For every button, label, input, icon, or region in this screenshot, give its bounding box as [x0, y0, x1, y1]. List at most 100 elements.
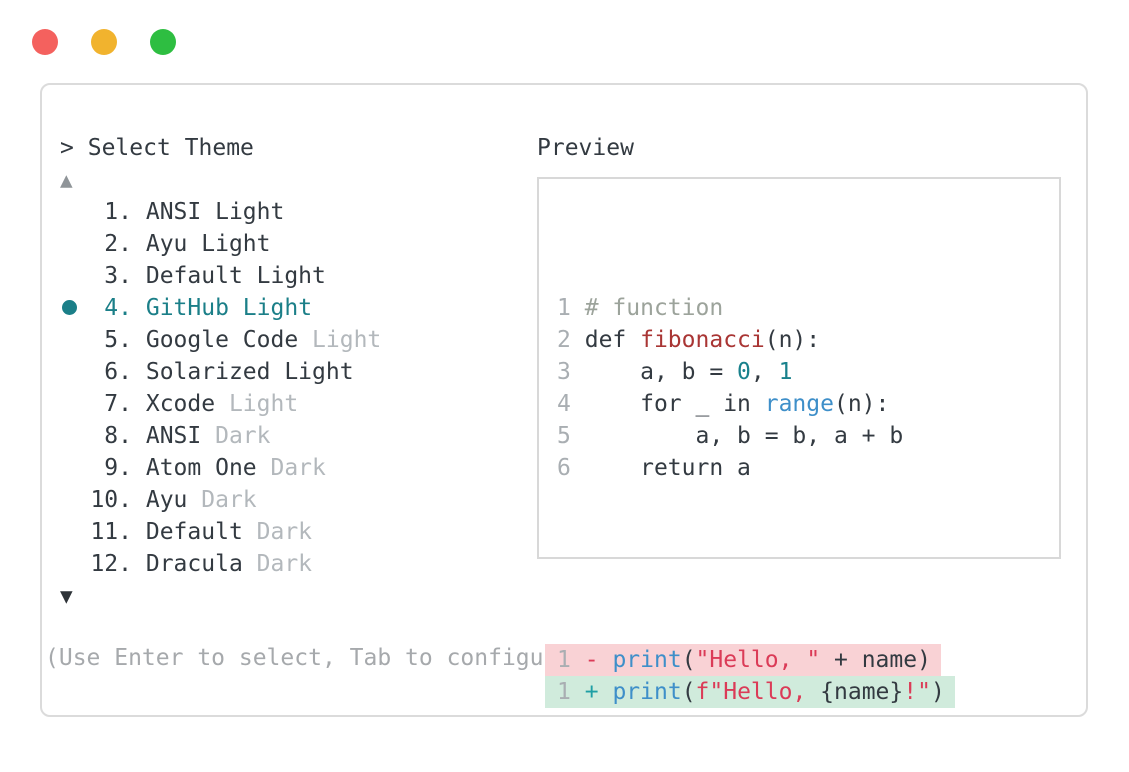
- code-segment: + name): [820, 647, 931, 673]
- code-segment: f"Hello,: [695, 679, 821, 705]
- theme-item-number: 3.: [104, 263, 132, 289]
- preview-label: Preview: [537, 135, 634, 161]
- theme-item-google-code-light[interactable]: 5. Google Code Light: [60, 324, 381, 356]
- diff-highlight-added: 1 + print(f"Hello, {name}!"): [545, 676, 955, 708]
- prompt-chevron-icon: >: [60, 135, 74, 161]
- theme-item-variant: Dark: [256, 455, 326, 481]
- code-segment: ): [930, 679, 945, 705]
- theme-item-number: 9.: [104, 455, 132, 481]
- theme-item-variant: Dark: [242, 519, 313, 545]
- picker-title: Select Theme: [87, 135, 254, 161]
- code-segment: def: [584, 327, 641, 353]
- code-line: 5 a, b = b, a + b: [557, 420, 955, 452]
- code-segment: fibonacci: [640, 327, 765, 353]
- code-segment: (: [681, 679, 696, 705]
- line-number: 5: [557, 423, 571, 449]
- code-segment: a, b =: [584, 359, 738, 385]
- theme-item-number: 8.: [104, 423, 132, 449]
- theme-item-number: 4.: [104, 295, 132, 321]
- theme-item-dracula-dark[interactable]: 12. Dracula Dark: [60, 548, 381, 580]
- theme-item-name: GitHub: [145, 295, 229, 321]
- theme-item-ayu-light[interactable]: 2. Ayu Light: [60, 228, 381, 260]
- minimize-button[interactable]: [91, 29, 117, 55]
- line-number: 1: [557, 647, 571, 673]
- line-number: 4: [557, 391, 571, 417]
- code-segment: ,: [750, 359, 779, 385]
- diff-line-removed: 1 - print("Hello, " + name): [545, 644, 955, 676]
- theme-item-ansi-light[interactable]: 1. ANSI Light: [60, 196, 381, 228]
- diff-line-added: 1 + print(f"Hello, {name}!"): [545, 676, 955, 708]
- line-number: 2: [557, 327, 571, 353]
- theme-item-solarized-light[interactable]: 6. Solarized Light: [60, 356, 381, 388]
- theme-item-number: 1.: [104, 199, 132, 225]
- code-segment: return a: [584, 455, 751, 481]
- code-line: 1 # function: [557, 292, 955, 324]
- diff-plus-icon: +: [584, 679, 599, 705]
- code-segment: print: [612, 679, 682, 705]
- theme-item-number: 11.: [90, 519, 132, 545]
- zoom-button[interactable]: [150, 29, 176, 55]
- theme-item-name: Solarized: [145, 359, 271, 385]
- code-segment: (n):: [833, 391, 890, 417]
- code-segment: for _ in: [584, 391, 765, 417]
- code-segment: {name}: [820, 679, 904, 705]
- code-line: 4 for _ in range(n):: [557, 388, 955, 420]
- scroll-down-icon[interactable]: ▼: [60, 584, 73, 608]
- theme-item-number: 6.: [104, 359, 132, 385]
- code-segment: !": [903, 679, 931, 705]
- line-number: 1: [557, 295, 571, 321]
- theme-item-variant: Dark: [201, 423, 271, 449]
- theme-item-ayu-dark[interactable]: 10. Ayu Dark: [60, 484, 381, 516]
- code-line: 6 return a: [557, 452, 955, 484]
- window-traffic-lights: [32, 29, 176, 55]
- theme-item-name: Default: [145, 519, 243, 545]
- line-number: 1: [557, 679, 571, 705]
- theme-item-default-light[interactable]: 3. Default Light: [60, 260, 381, 292]
- theme-item-variant: Dark: [242, 551, 313, 577]
- theme-item-variant: Light: [270, 359, 354, 385]
- theme-item-number: 10.: [90, 487, 132, 513]
- theme-item-xcode-light[interactable]: 7. Xcode Light: [60, 388, 381, 420]
- theme-item-variant: Light: [201, 199, 285, 225]
- theme-item-variant: Light: [242, 263, 326, 289]
- code-segment: (n):: [764, 327, 821, 353]
- theme-item-variant: Light: [215, 391, 299, 417]
- scroll-up-icon[interactable]: ▲: [60, 168, 73, 192]
- code-segment: range: [764, 391, 834, 417]
- theme-item-number: 7.: [104, 391, 132, 417]
- theme-item-name: Google Code: [145, 327, 299, 353]
- theme-item-name: Dracula: [145, 551, 243, 577]
- diff-lines: 1 - print("Hello, " + name)1 + print(f"H…: [545, 644, 955, 708]
- theme-item-atom-one-dark[interactable]: 9. Atom One Dark: [60, 452, 381, 484]
- theme-item-name: Ayu: [145, 487, 188, 513]
- theme-item-number: 5.: [104, 327, 132, 353]
- line-number: 6: [557, 455, 571, 481]
- theme-item-name: Xcode: [145, 391, 216, 417]
- diff-highlight-removed: 1 - print("Hello, " + name): [545, 644, 941, 676]
- diff-minus-icon: -: [584, 647, 599, 673]
- theme-item-default-dark[interactable]: 11. Default Dark: [60, 516, 381, 548]
- selected-bullet-icon: [62, 300, 77, 315]
- code-segment: 1: [778, 359, 793, 385]
- close-button[interactable]: [32, 29, 58, 55]
- theme-item-variant: Light: [187, 231, 271, 257]
- code-segment: # function: [584, 295, 724, 321]
- theme-item-name: Atom One: [145, 455, 257, 481]
- code-segment: 0: [737, 359, 751, 385]
- picker-header: > Select Theme: [60, 132, 381, 164]
- theme-item-variant: Light: [298, 327, 382, 353]
- theme-item-number: 2.: [104, 231, 132, 257]
- code-segment: a, b = b, a + b: [584, 423, 904, 449]
- code-line: 3 a, b = 0, 1: [557, 356, 955, 388]
- theme-item-ansi-dark[interactable]: 8. ANSI Dark: [60, 420, 381, 452]
- theme-item-github-light[interactable]: 4. GitHub Light: [60, 292, 381, 324]
- line-number: 3: [557, 359, 571, 385]
- code-blank-line: [557, 548, 955, 580]
- theme-item-variant: Light: [228, 295, 313, 321]
- code-segment: "Hello, ": [695, 647, 821, 673]
